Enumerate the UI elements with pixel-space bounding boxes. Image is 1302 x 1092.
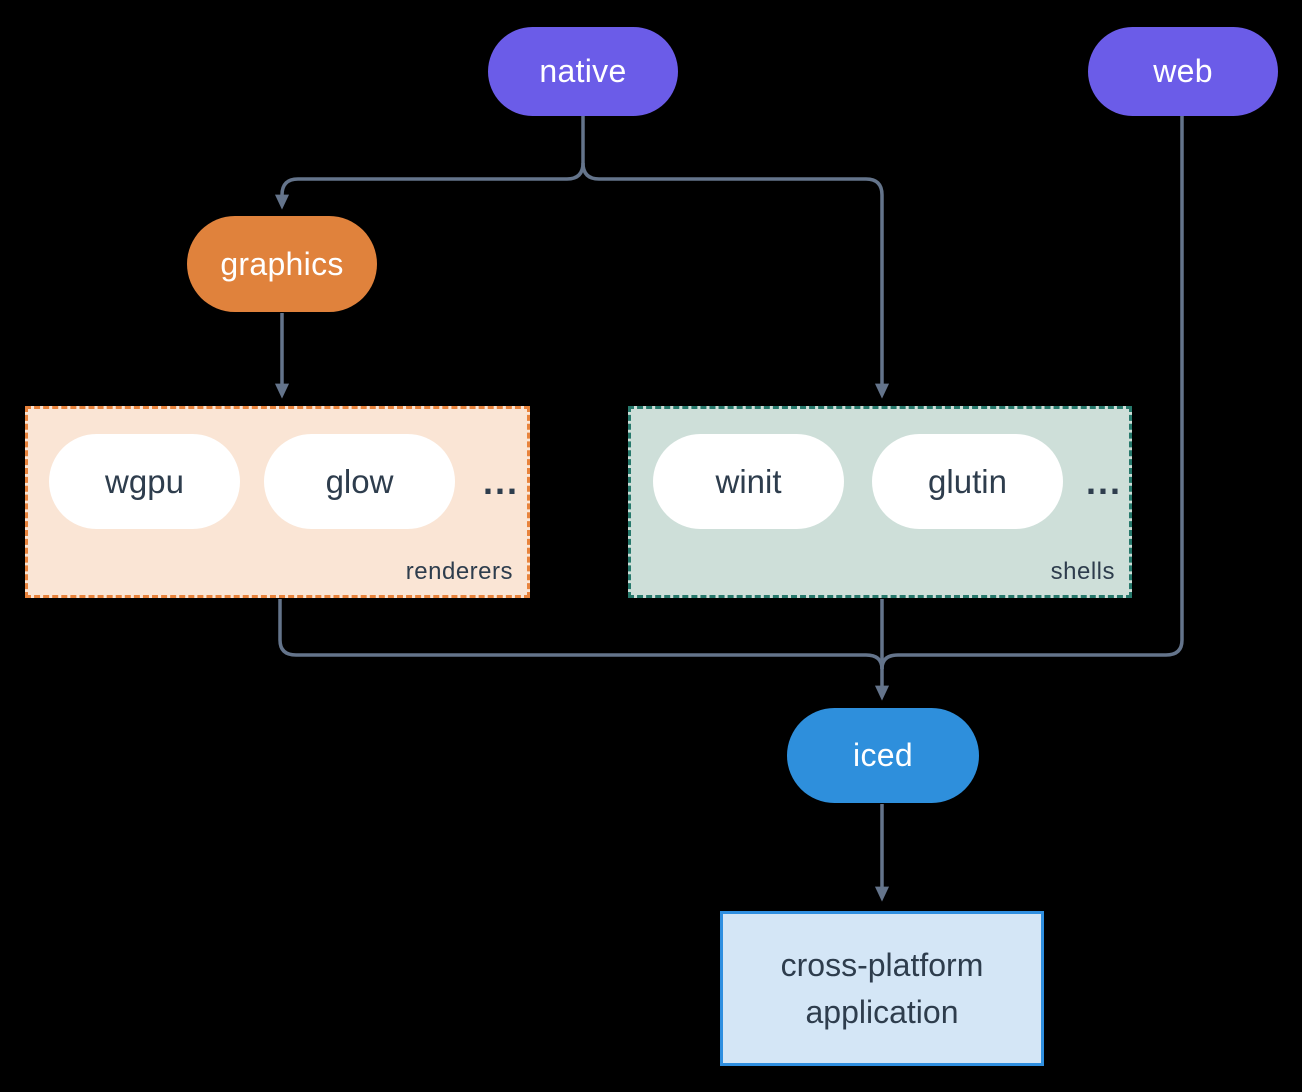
group-shells: winit glutin ... shells xyxy=(628,406,1132,598)
group-renderers: wgpu glow ... renderers xyxy=(25,406,530,598)
node-cross-platform-application: cross-platform application xyxy=(720,911,1044,1066)
pill-winit-label: winit xyxy=(715,462,782,500)
node-web-label: web xyxy=(1153,53,1213,89)
pill-glutin-label: glutin xyxy=(928,462,1007,500)
edge-native-graphics xyxy=(274,116,585,210)
pill-glow: glow xyxy=(264,434,455,529)
pill-wgpu-label: wgpu xyxy=(105,462,184,500)
pill-winit: winit xyxy=(653,434,844,529)
node-web: web xyxy=(1088,27,1278,116)
shells-group-label: shells xyxy=(1050,558,1115,585)
renderers-group-label: renderers xyxy=(405,558,513,585)
pill-glutin: glutin xyxy=(872,434,1063,529)
edge-native-shells xyxy=(581,162,890,399)
node-app-label: cross-platform application xyxy=(780,946,984,1030)
node-native: native xyxy=(488,27,678,116)
node-graphics-label: graphics xyxy=(220,245,344,282)
node-native-label: native xyxy=(539,53,627,89)
node-graphics: graphics xyxy=(187,216,377,312)
renderers-ellipsis: ... xyxy=(482,460,519,502)
edge-renderers-bus xyxy=(278,599,884,670)
node-iced: iced xyxy=(787,708,979,803)
pill-glow-label: glow xyxy=(325,462,394,500)
shells-ellipsis: ... xyxy=(1085,460,1122,502)
node-iced-label: iced xyxy=(853,737,913,773)
edge-web-bus xyxy=(880,116,1184,670)
pill-wgpu: wgpu xyxy=(49,434,240,529)
